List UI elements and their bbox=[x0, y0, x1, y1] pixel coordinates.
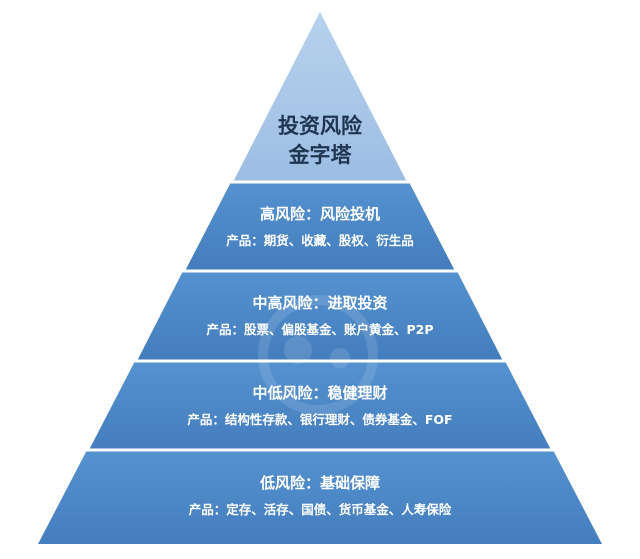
tier-low-risk-band bbox=[38, 450, 602, 544]
pyramid-title-line2: 金字塔 bbox=[288, 143, 353, 167]
tier-medium-low-risk-products: 产品：结构性存款、银行理财、债券基金、FOF bbox=[187, 412, 452, 427]
tier-low-risk-products: 产品：定存、活存、国债、货币基金、人寿保险 bbox=[189, 502, 452, 517]
tier-low-risk-title: 低风险：基础保障 bbox=[259, 474, 380, 492]
watermark-logo bbox=[258, 295, 378, 415]
pyramid-title-line1: 投资风险 bbox=[278, 114, 363, 138]
tier-medium-high-risk-title: 中高风险：进取投资 bbox=[252, 294, 387, 312]
tier-medium-high-risk-products: 产品：股票、偏股基金、账户黄金、P2P bbox=[206, 322, 433, 337]
tier-high-risk-products: 产品：期货、收藏、股权、衍生品 bbox=[226, 233, 414, 248]
tier-medium-low-risk-band bbox=[89, 361, 551, 450]
tier-medium-high-risk-band bbox=[137, 271, 503, 361]
tier-medium-low-risk-title: 中低风险：稳健理财 bbox=[252, 384, 387, 402]
tier-high-risk-title: 高风险：风险投机 bbox=[260, 205, 380, 223]
pyramid-apex bbox=[233, 12, 407, 182]
tier-high-risk-band bbox=[185, 182, 455, 271]
